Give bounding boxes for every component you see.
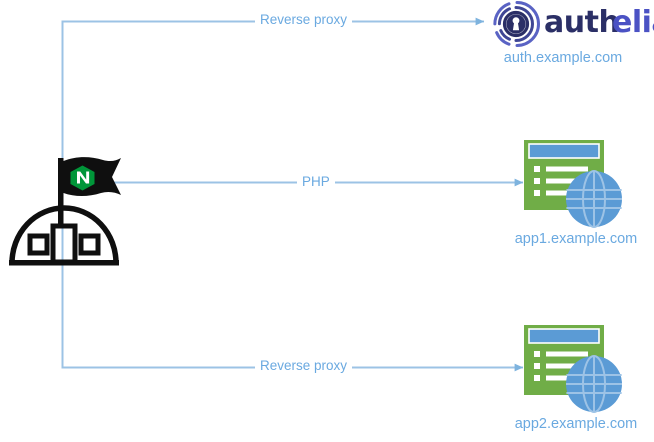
node-nginx[interactable]: [8, 150, 128, 275]
edge-label-reverse-proxy-app2: Reverse proxy: [255, 358, 353, 374]
edge-nginx-to-app2: [61, 215, 524, 372]
authelia-lock-icon: [493, 1, 540, 47]
nginx-igloo-flag-icon: [9, 157, 121, 266]
web-app-globe-icon: [524, 325, 622, 413]
web-app-globe-icon: [524, 140, 622, 228]
node-label-app1-domain: app1.example.com: [514, 231, 638, 247]
edge-label-php: PHP: [297, 174, 335, 190]
authelia-wordmark-auth: auth: [544, 5, 620, 40]
node-label-auth-domain: auth.example.com: [503, 50, 623, 66]
node-label-app2-domain: app2.example.com: [514, 416, 638, 432]
node-app1[interactable]: [524, 140, 628, 230]
node-app2[interactable]: [524, 325, 628, 415]
edge-label-reverse-proxy-auth: Reverse proxy: [255, 12, 353, 28]
